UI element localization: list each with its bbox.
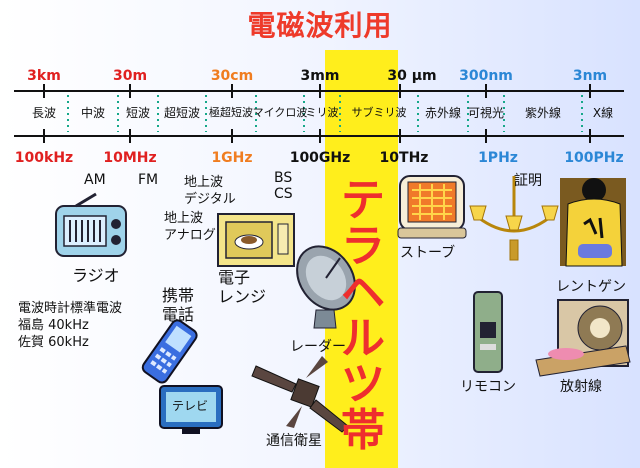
band-label: 赤外線 bbox=[424, 106, 462, 120]
band-label: 短波 bbox=[125, 106, 151, 120]
band-label: 超短波 bbox=[163, 106, 201, 120]
radiation-machine-icon bbox=[535, 299, 631, 377]
wavelength-label: 30 μm bbox=[387, 68, 437, 84]
band-label: 中波 bbox=[80, 106, 106, 120]
microwave-label: 電子 レンジ bbox=[218, 268, 267, 306]
frequency-label: 100kHz bbox=[14, 150, 74, 166]
frequency-label: 10THz bbox=[379, 150, 429, 166]
fm-label: FM bbox=[138, 172, 159, 188]
bs-label: BS bbox=[274, 170, 293, 186]
band-label: 紫外線 bbox=[524, 106, 562, 120]
band-label: マイクロ波 bbox=[252, 106, 308, 119]
wavelength-label: 3mm bbox=[300, 68, 340, 84]
chandelier-icon bbox=[469, 176, 559, 261]
frequency-label: 1GHz bbox=[211, 150, 253, 166]
time-signal-label: 電波時計標準電波 福島 40kHz 佐賀 60kHz bbox=[18, 301, 123, 350]
terahertz-band-label: テラヘルツ帯 bbox=[341, 175, 385, 456]
mobile-phone-icon bbox=[141, 319, 198, 384]
frequency-label: 100PHz bbox=[564, 150, 624, 166]
analog-tv-label: 地上波 アナログ bbox=[164, 211, 216, 243]
wavelength-label: 300nm bbox=[459, 68, 513, 84]
am-label: AM bbox=[84, 172, 106, 188]
wavelength-ticks bbox=[43, 84, 591, 98]
frequency-label: 10MHz bbox=[103, 150, 157, 166]
wavelength-label: 3nm bbox=[572, 68, 608, 84]
band-dividers bbox=[67, 95, 583, 132]
wavelength-label: 30m bbox=[112, 68, 148, 84]
cs-label: CS bbox=[274, 186, 293, 202]
satellite-icon bbox=[251, 356, 349, 433]
remote-label: リモコン bbox=[460, 379, 516, 395]
xray-person-icon bbox=[560, 178, 626, 267]
wavelength-label: 3km bbox=[27, 68, 61, 84]
band-label: X線 bbox=[592, 106, 614, 120]
band-label: 可視光 bbox=[467, 106, 505, 120]
frequency-label: 100GHz bbox=[289, 150, 351, 166]
frequency-ticks bbox=[43, 129, 591, 143]
band-label: ミリ波 bbox=[305, 106, 339, 119]
remote-control-icon bbox=[473, 291, 503, 373]
band-label: 極超短波 bbox=[209, 106, 253, 119]
xray-label: レントゲン bbox=[556, 279, 626, 295]
microwave-oven-icon bbox=[217, 213, 295, 267]
digital-tv-label: 地上波 デジタル bbox=[184, 175, 236, 207]
tv-screen-label: テレビ bbox=[172, 399, 209, 413]
stove-icon bbox=[397, 175, 467, 239]
radio-label: ラジオ bbox=[72, 266, 120, 285]
satellite-label: 通信衛星 bbox=[266, 433, 322, 449]
wavelength-label: 30cm bbox=[210, 68, 254, 84]
lighting-label: 証明 bbox=[514, 173, 542, 189]
television-icon bbox=[159, 385, 223, 434]
radar-label: レーダー bbox=[290, 339, 346, 355]
radio-icon bbox=[55, 192, 127, 257]
frequency-label: 1PHz bbox=[478, 150, 518, 166]
radar-dish-icon bbox=[296, 245, 356, 329]
band-label: 長波 bbox=[31, 106, 57, 120]
band-label: サブミリ波 bbox=[351, 106, 407, 119]
radiation-label: 放射線 bbox=[560, 379, 602, 395]
stove-label: ストーブ bbox=[400, 245, 456, 261]
page-title: 電磁波利用 bbox=[247, 9, 393, 42]
mobile-phone-label: 携帯 電話 bbox=[162, 286, 195, 324]
